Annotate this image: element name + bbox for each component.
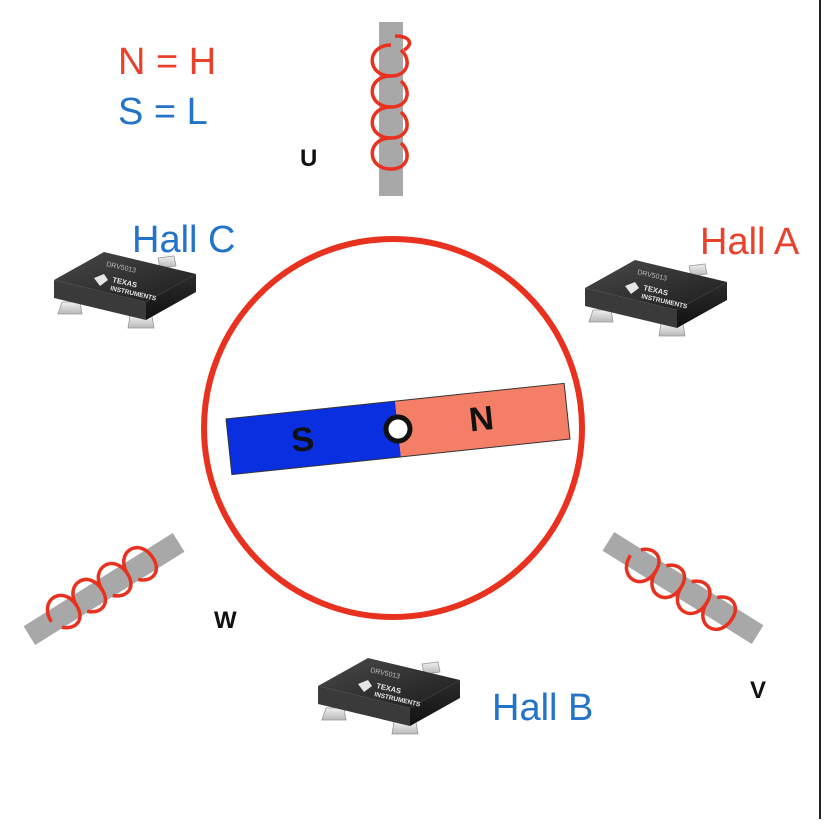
hall-c-label: Hall C: [132, 219, 235, 261]
coil-w: [23, 533, 185, 645]
hall-b-chip: [317, 657, 461, 735]
frame-edge: [819, 0, 821, 819]
legend-north-high: N = H: [118, 41, 216, 83]
coil-w-winding: [45, 546, 159, 630]
legend-south-low: S = L: [118, 91, 208, 133]
magnet-north-label: N: [467, 399, 495, 439]
hall-b-label: Hall B: [492, 687, 593, 729]
coil-v-winding: [624, 547, 738, 631]
rotor-axle: [383, 414, 413, 444]
coil-v-core: [602, 532, 764, 644]
hall-a-label: Hall A: [700, 221, 800, 263]
coil-w-label: W: [214, 607, 237, 634]
coil-v-label: V: [750, 677, 766, 704]
hall-c-chip: [53, 251, 197, 329]
coil-u-winding: [370, 34, 412, 171]
coil-v: [602, 532, 764, 644]
coil-w-core: [23, 533, 185, 645]
coil-u: [370, 22, 412, 196]
bar-magnet: S N: [225, 382, 571, 476]
magnet-north-half: [395, 383, 570, 457]
magnet-south-half: [226, 401, 401, 475]
magnet-south-label: S: [289, 420, 316, 460]
rotor-ring: [201, 236, 585, 620]
coil-u-label: U: [300, 145, 317, 172]
hall-a-chip: [584, 259, 728, 337]
